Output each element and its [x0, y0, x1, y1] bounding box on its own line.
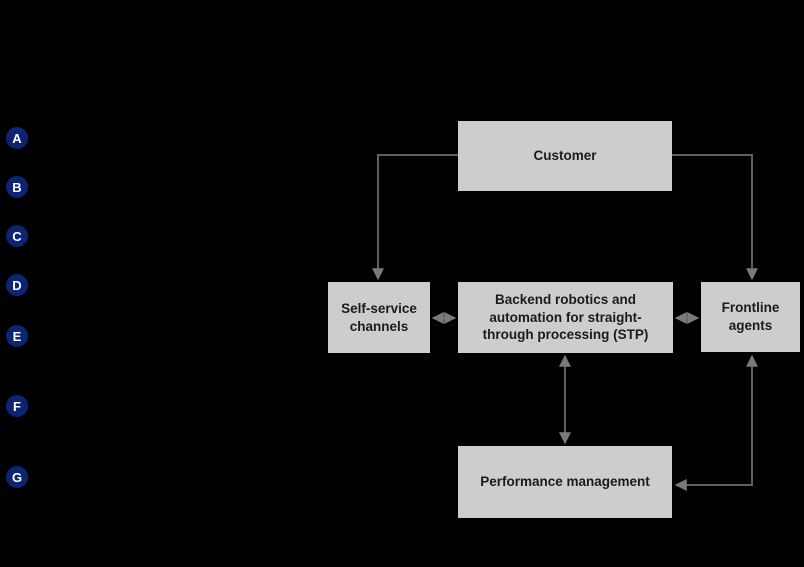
frontline-agents-box: Frontline agents: [701, 282, 800, 352]
legend-badge-f: F: [6, 395, 28, 417]
performance-management-box: Performance management: [458, 446, 672, 518]
performance-management-box-label: Performance management: [480, 474, 650, 490]
connector-customer-to-self-service-arrow: [372, 154, 459, 281]
connector-customer-to-frontline-arrow: [672, 154, 758, 281]
legend-badge-c: C: [6, 225, 28, 247]
backend-robotics-stp-box-label: Backend robotics and automation for stra…: [482, 291, 649, 343]
connector-performance-frontline-two-way-arrow: [674, 354, 758, 491]
self-service-channels-box: Self-service channels: [328, 282, 430, 353]
legend-badge-e: E: [6, 325, 28, 347]
legend-badge-a: A: [6, 127, 28, 149]
legend-badge-g: G: [6, 466, 28, 488]
frontline-agents-box-label: Frontline agents: [721, 300, 780, 333]
customer-box: Customer: [458, 121, 672, 191]
customer-box-label: Customer: [533, 148, 597, 164]
backend-robotics-stp-box: Backend robotics and automation for stra…: [458, 282, 673, 353]
self-service-channels-box-label: Self-service channels: [341, 300, 417, 334]
legend-badge-b: B: [6, 176, 28, 198]
legend-badge-d: D: [6, 274, 28, 296]
